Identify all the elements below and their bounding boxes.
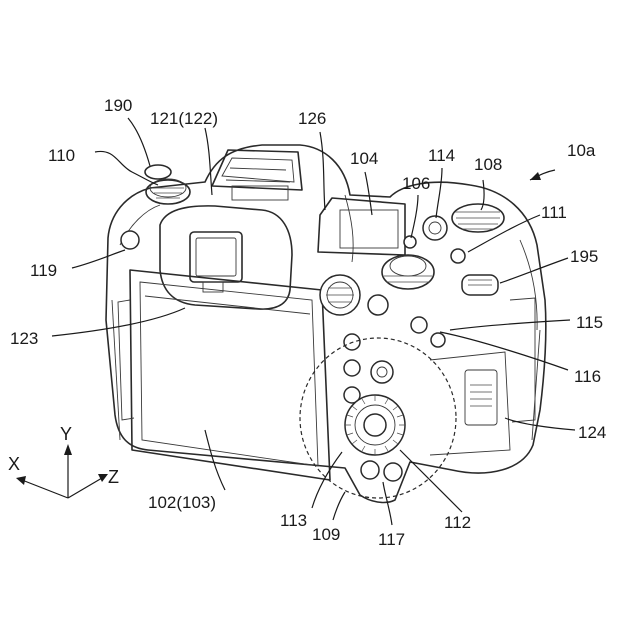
label-104: 104 <box>350 149 378 168</box>
label-106: 106 <box>402 174 430 193</box>
label-195: 195 <box>570 247 598 266</box>
label-126: 126 <box>298 109 326 128</box>
label-108: 108 <box>474 155 502 174</box>
label-124: 124 <box>578 423 606 442</box>
label-113: 113 <box>280 511 307 530</box>
quick-control-dial <box>345 395 405 455</box>
label-121-122: 121(122) <box>150 109 218 128</box>
label-190: 190 <box>104 96 132 115</box>
axis-label-z: Z <box>108 467 119 487</box>
label-110: 110 <box>48 146 75 165</box>
top-lcd <box>318 198 405 255</box>
viewfinder-eyepiece <box>160 206 292 309</box>
label-115: 115 <box>576 313 603 332</box>
label-102-103: 102(103) <box>148 493 216 512</box>
grip-area <box>430 298 535 455</box>
coordinate-axes <box>16 444 108 498</box>
rear-buttons <box>344 295 445 481</box>
label-112: 112 <box>444 513 471 532</box>
rear-screen <box>118 270 330 480</box>
axis-label-x: X <box>8 454 20 474</box>
top-dials <box>382 204 504 295</box>
label-114: 114 <box>428 146 455 165</box>
label-117: 117 <box>378 530 405 549</box>
label-111: 111 <box>541 203 567 222</box>
label-123: 123 <box>10 329 38 348</box>
axis-label-y: Y <box>60 424 72 444</box>
camera-body <box>106 145 546 502</box>
label-10a: 10a <box>567 141 596 160</box>
accessory-shoe <box>212 150 302 200</box>
label-119: 119 <box>30 261 57 280</box>
af-joystick <box>320 275 360 315</box>
label-116: 116 <box>574 367 601 386</box>
label-109: 109 <box>312 525 340 544</box>
